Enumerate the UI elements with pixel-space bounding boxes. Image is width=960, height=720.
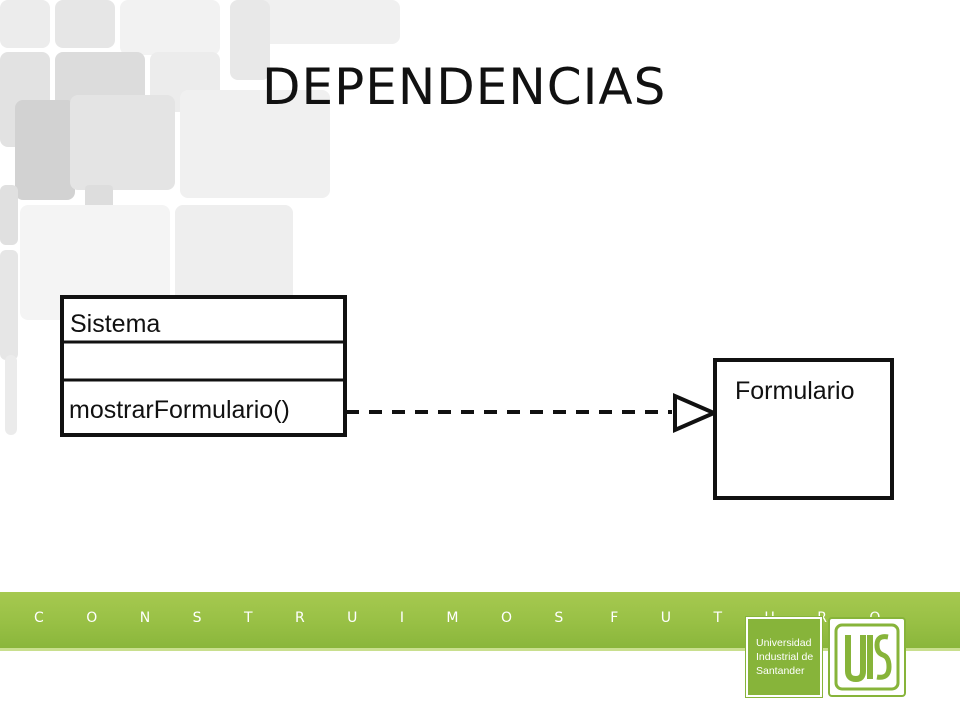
class-formulario: Formulario [713, 358, 894, 500]
uis-emblem-icon [828, 617, 906, 697]
slide-title: DEPENDENCIAS [262, 58, 667, 116]
class-sistema-method: mostrarFormulario() [69, 396, 290, 424]
class-formulario-name: Formulario [735, 377, 854, 405]
tile-group [0, 0, 400, 435]
class-sistema: Sistema mostrarFormulario() [60, 295, 347, 437]
logo-name-box: Universidad Industrial de Santander [746, 617, 822, 697]
uis-logo: Universidad Industrial de Santander [746, 617, 906, 697]
class-sistema-name: Sistema [70, 310, 160, 338]
tagline-word-1: C O N S T R U I M O S [34, 610, 583, 626]
footer-bar-highlight [0, 648, 960, 651]
dependency-arrowhead [673, 392, 720, 434]
uis-emblem-graphic [834, 623, 900, 691]
class-sistema-box [60, 295, 347, 437]
logo-line-3: Santander [756, 665, 805, 677]
logo-line-1: Universidad [756, 637, 812, 649]
class-formulario-box [713, 358, 894, 500]
logo-line-2: Industrial de [756, 651, 814, 663]
